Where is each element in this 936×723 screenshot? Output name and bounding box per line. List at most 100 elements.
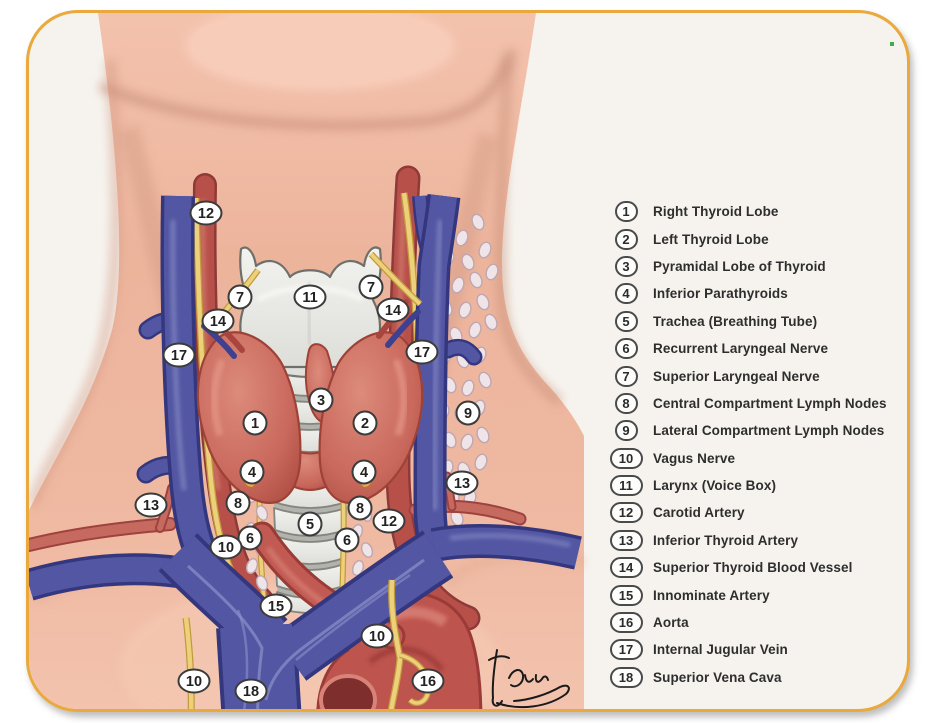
legend-number-badge: 7 (614, 365, 638, 387)
marker-number: 1 (251, 416, 259, 432)
chin-highlight (185, 13, 455, 91)
marker-14 (201, 308, 235, 334)
lymph-node (245, 558, 259, 574)
legend-label: Trachea (Breathing Tube) (653, 313, 818, 329)
marker-3 (308, 387, 334, 413)
legend-label: Left Thyroid Lobe (653, 231, 769, 247)
lymph-node (478, 241, 492, 259)
marker-number: 6 (343, 533, 351, 549)
marker-10 (209, 534, 243, 560)
marker-number: 13 (143, 498, 159, 514)
marker-14 (376, 297, 410, 323)
marker-number: 4 (360, 465, 368, 481)
marker-number: 13 (454, 476, 470, 492)
legend-label: Superior Laryngeal Nerve (653, 368, 820, 384)
marker-10 (177, 668, 211, 694)
marker-number: 4 (248, 465, 256, 481)
legend-number-badge: 17 (609, 639, 643, 661)
lymph-node (458, 301, 472, 319)
marker-12 (189, 200, 223, 226)
lymph-node (461, 379, 475, 397)
marker-6 (237, 525, 263, 551)
marker-number: 17 (414, 345, 430, 361)
marker-17 (162, 342, 196, 368)
legend-number-badge: 15 (609, 584, 643, 606)
legend-label: Right Thyroid Lobe (653, 204, 779, 220)
legend-label: Central Compartment Lymph Nodes (653, 395, 887, 411)
legend-number-badge: 8 (614, 392, 638, 414)
legend-item-8: 8 Central Compartment Lymph Nodes (607, 390, 907, 417)
marker-16 (411, 668, 445, 694)
marker-number: 8 (234, 496, 242, 512)
lymph-node (478, 371, 492, 389)
marker-18 (234, 678, 268, 704)
lymph-node (476, 426, 490, 444)
marker-number: 17 (171, 348, 187, 364)
aorta-opening (319, 674, 377, 709)
lymph-node (471, 213, 485, 231)
marker-4 (351, 459, 377, 485)
legend-number-badge: 2 (614, 228, 638, 250)
marker-number: 14 (210, 314, 226, 330)
lymph-node (360, 542, 374, 558)
carotid-arteries (192, 165, 481, 631)
marker-7 (227, 284, 253, 310)
legend-number-badge: 11 (609, 475, 643, 497)
marker-17 (405, 339, 439, 365)
legend-item-2: 2 Left Thyroid Lobe (607, 225, 907, 252)
legend-label: Recurrent Laryngeal Nerve (653, 341, 829, 357)
legend-number-badge: 10 (609, 447, 643, 469)
legend-label: Pyramidal Lobe of Thyroid (653, 258, 826, 274)
marker-number: 2 (361, 416, 369, 432)
legend-item-11: 11 Larynx (Voice Box) (607, 472, 907, 499)
marker-number: 12 (381, 514, 397, 530)
marker-number: 10 (218, 540, 234, 556)
marker-number: 15 (268, 599, 284, 615)
legend-label: Inferior Parathyroids (653, 286, 788, 302)
legend-item-15: 15 Innominate Artery (607, 581, 907, 608)
jugular-veins (136, 193, 483, 591)
lymph-node (485, 263, 499, 281)
lymph-node (476, 293, 490, 311)
legend-number-badge: 16 (609, 612, 643, 634)
legend-label: Innominate Artery (653, 587, 770, 603)
marker-number: 7 (367, 280, 375, 296)
legend-label: Lateral Compartment Lymph Nodes (653, 423, 885, 439)
lymph-node (455, 229, 469, 247)
marker-number: 3 (317, 393, 325, 409)
marker-6 (334, 527, 360, 553)
marker-number: 11 (302, 290, 317, 306)
marker-4 (239, 459, 265, 485)
legend-label: Aorta (653, 615, 689, 631)
lymph-node (484, 313, 498, 331)
lymph-node (255, 575, 269, 591)
marker-13 (134, 492, 168, 518)
lymph-node (469, 271, 483, 289)
thyroid-anatomy-illustration: 1271171414171739124413138851266101510101… (29, 13, 585, 709)
legend-label: Superior Thyroid Blood Vessel (653, 560, 853, 576)
marker-number: 14 (385, 303, 401, 319)
legend-label: Larynx (Voice Box) (653, 478, 777, 494)
jawline-shadow (98, 48, 517, 130)
lymph-node (460, 433, 474, 451)
marker-7 (358, 274, 384, 300)
marker-number: 10 (186, 674, 202, 690)
lymph-node (461, 253, 475, 271)
lymph-node (451, 276, 465, 294)
marker-8 (347, 495, 373, 521)
marker-number: 9 (464, 406, 472, 422)
marker-number: 16 (420, 674, 436, 690)
legend-number-badge: 6 (614, 338, 638, 360)
legend-label: Internal Jugular Vein (653, 642, 788, 658)
legend-number-badge: 1 (614, 201, 638, 223)
marker-1 (242, 410, 268, 436)
legend-item-1: 1 Right Thyroid Lobe (607, 198, 907, 225)
